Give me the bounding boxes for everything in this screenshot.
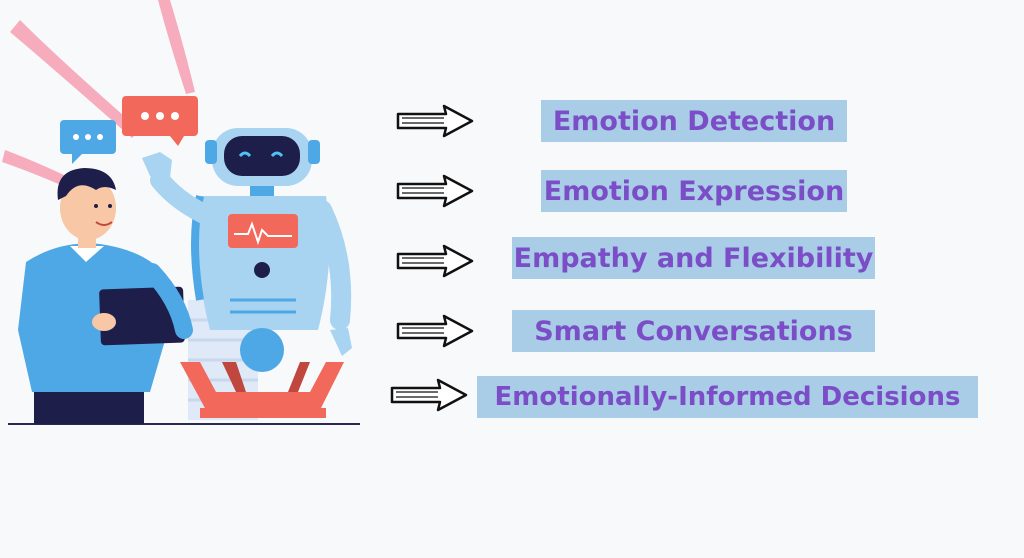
chat-bubble-icon	[60, 120, 116, 164]
feature-label-box: Emotion Detection	[541, 100, 847, 142]
right-arrow-icon	[396, 104, 474, 138]
feature-label: Empathy and Flexibility	[513, 242, 874, 274]
right-arrow-icon	[396, 174, 474, 208]
right-arrow-icon	[396, 314, 474, 348]
feature-label-box: Empathy and Flexibility	[512, 237, 875, 279]
feature-label-box: Emotion Expression	[541, 170, 847, 212]
right-arrow-icon	[396, 244, 474, 278]
feature-label-box: Emotionally-Informed Decisions	[477, 376, 978, 418]
feature-label: Emotionally-Informed Decisions	[494, 382, 961, 412]
feature-label: Emotion Expression	[543, 175, 845, 207]
decorative-streak	[158, 0, 195, 94]
person	[18, 168, 193, 424]
feature-label: Emotion Detection	[552, 105, 836, 137]
robot	[142, 128, 352, 418]
feature-label-box: Smart Conversations	[512, 310, 875, 352]
feature-label: Smart Conversations	[534, 315, 853, 347]
chat-bubble-icon	[122, 96, 198, 146]
decorative-streak	[10, 20, 140, 138]
right-arrow-icon	[390, 378, 468, 412]
person-robot-illustration	[2, 0, 360, 425]
